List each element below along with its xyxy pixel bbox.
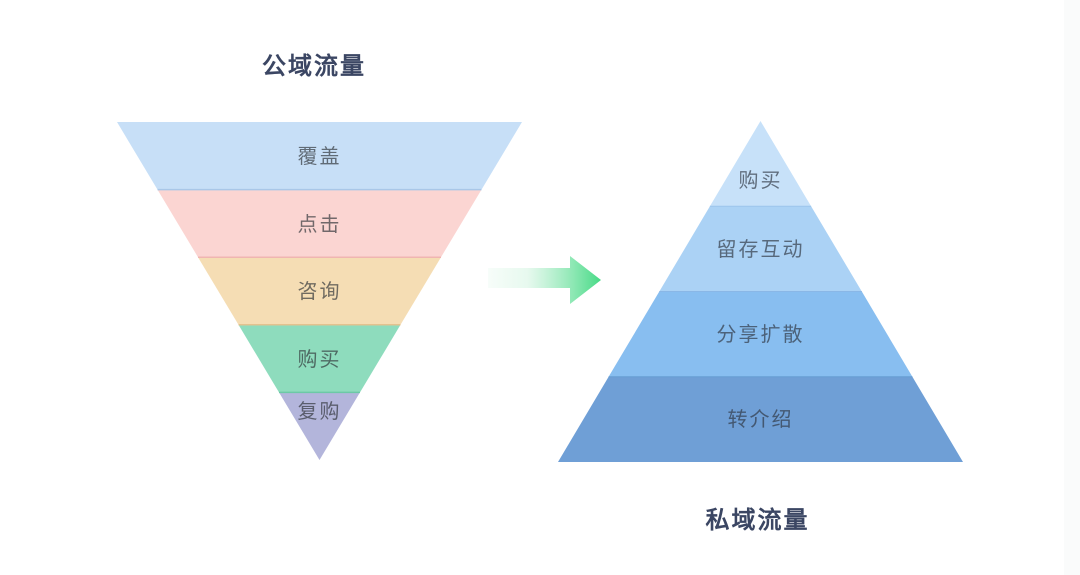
funnel-label-repurchase: 复购	[298, 400, 342, 423]
funnel-layer-repurchase	[279, 392, 360, 460]
pyramid-layer-share	[608, 291, 913, 377]
funnel-layer-coverage	[117, 122, 522, 190]
funnel-title: 公域流量	[262, 53, 366, 80]
pyramid-label-share: 分享扩散	[717, 323, 805, 346]
pyramid-layer-retention	[659, 206, 862, 292]
funnel-label-purchase: 购买	[298, 348, 342, 371]
funnel-label-consult: 咨询	[298, 280, 342, 303]
right-edge-strip	[1064, 0, 1080, 575]
flow-arrow	[488, 256, 601, 304]
flow-arrow-icon	[488, 256, 601, 304]
pyramid-layer-purchase	[709, 121, 812, 207]
funnel-layer-click	[157, 189, 482, 258]
pyramid-title: 私域流量	[706, 507, 810, 534]
funnel-label-coverage: 覆盖	[298, 145, 342, 168]
pyramid-label-retention: 留存互动	[717, 238, 805, 261]
pyramid-label-referral: 转介绍	[728, 408, 794, 431]
public-traffic-funnel: 公域流量 覆盖 点击 咨询 购买 复购	[117, 53, 522, 460]
pyramid-layer-referral	[558, 376, 963, 462]
funnel-label-click: 点击	[298, 213, 342, 236]
pyramid-label-purchase: 购买	[739, 169, 783, 192]
funnel-layer-purchase	[238, 324, 401, 393]
private-traffic-pyramid: 购买 留存互动 分享扩散 转介绍 私域流量	[558, 121, 963, 534]
funnel-layer-consult	[198, 257, 441, 325]
